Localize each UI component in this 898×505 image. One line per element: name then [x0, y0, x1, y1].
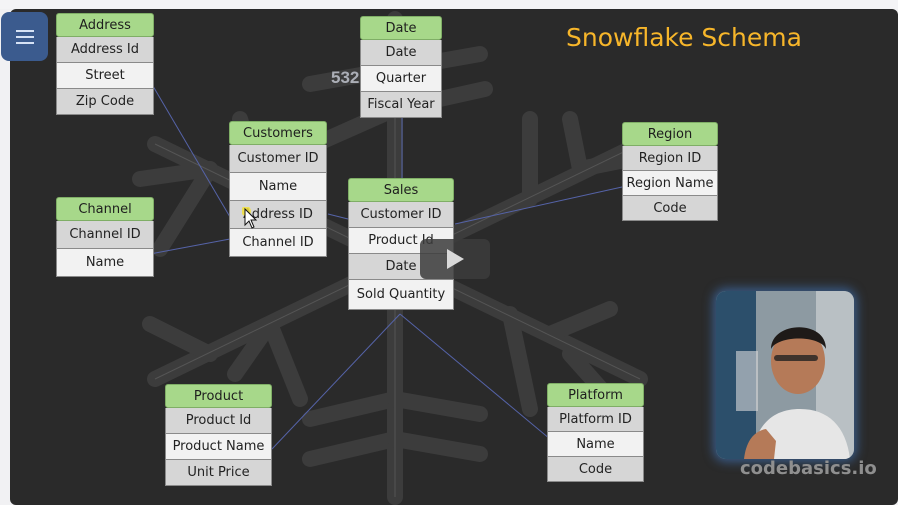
- play-button[interactable]: [420, 239, 490, 279]
- date-table: Date Date Quarter Fiscal Year: [360, 16, 442, 118]
- table-field: Quarter: [360, 66, 442, 92]
- table-field: Address ID: [229, 201, 327, 229]
- table-field: Zip Code: [56, 89, 154, 115]
- table-field: Channel ID: [56, 221, 154, 249]
- product-table: Product Product Id Product Name Unit Pri…: [165, 384, 272, 486]
- table-header: Customers: [229, 121, 327, 145]
- table-field: Street: [56, 63, 154, 89]
- table-header: Sales: [348, 178, 454, 202]
- table-header: Platform: [547, 383, 644, 407]
- table-field: Sold Quantity: [348, 280, 454, 310]
- table-field: Name: [547, 432, 644, 457]
- table-field: Customer ID: [229, 145, 327, 173]
- address-table: Address Address Id Street Zip Code: [56, 13, 154, 115]
- menu-button[interactable]: [1, 12, 48, 61]
- table-field: Region Name: [622, 171, 718, 196]
- table-field: Product Id: [165, 408, 272, 434]
- table-field: Address Id: [56, 37, 154, 63]
- table-field: Customer ID: [348, 202, 454, 228]
- table-field: Platform ID: [547, 407, 644, 432]
- top-bar: [0, 0, 898, 9]
- region-table: Region Region ID Region Name Code: [622, 122, 718, 221]
- brand-watermark: codebasics.io: [740, 458, 877, 479]
- presenter-webcam: [716, 291, 854, 459]
- video-stage[interactable]: Snowflake Schema 532177 Address Address …: [10, 9, 898, 505]
- table-field: Name: [229, 173, 327, 201]
- table-field: Name: [56, 249, 154, 277]
- channel-table: Channel Channel ID Name: [56, 197, 154, 277]
- table-header: Region: [622, 122, 718, 146]
- customers-table: Customers Customer ID Name Address ID Ch…: [229, 121, 327, 257]
- table-field: Channel ID: [229, 229, 327, 257]
- table-field: Region ID: [622, 146, 718, 171]
- table-field: Code: [547, 457, 644, 482]
- table-header: Channel: [56, 197, 154, 221]
- table-header: Address: [56, 13, 154, 37]
- play-icon: [447, 249, 464, 269]
- hamburger-menu-icon: [15, 29, 34, 44]
- table-field: Code: [622, 196, 718, 221]
- table-header: Date: [360, 16, 442, 40]
- table-field: Product Name: [165, 434, 272, 460]
- table-field: Fiscal Year: [360, 92, 442, 118]
- table-field: Unit Price: [165, 460, 272, 486]
- slide-title: Snowflake Schema: [566, 23, 802, 52]
- table-header: Product: [165, 384, 272, 408]
- mouse-cursor-icon: [241, 206, 262, 236]
- table-field: Date: [360, 40, 442, 66]
- platform-table: Platform Platform ID Name Code: [547, 383, 644, 482]
